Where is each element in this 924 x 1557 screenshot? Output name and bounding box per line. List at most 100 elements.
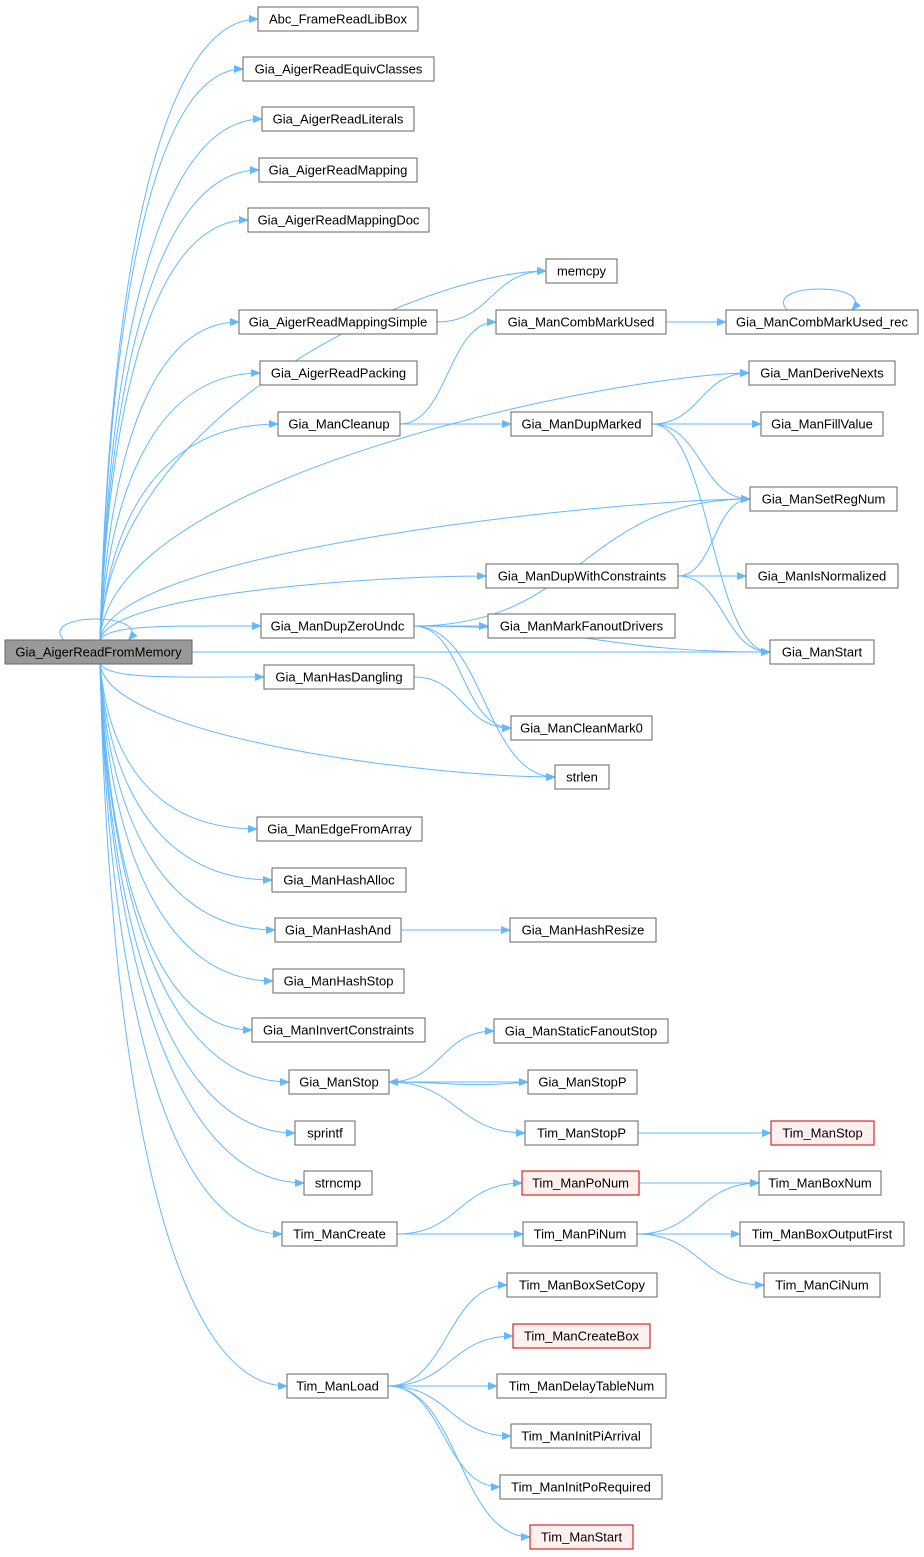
node-boxnum[interactable]: Tim_ManBoxNum: [758, 1170, 882, 1196]
node-boxsetcopy[interactable]: Tim_ManBoxSetCopy: [506, 1272, 658, 1298]
node-box-timcreate[interactable]: [281, 1221, 398, 1247]
node-box-n5[interactable]: [247, 207, 430, 233]
node-timcreate[interactable]: Tim_ManCreate: [281, 1221, 398, 1247]
node-box-delaytable[interactable]: [496, 1373, 667, 1399]
node-cleanup[interactable]: Gia_ManCleanup: [277, 411, 401, 437]
node-delaytable[interactable]: Tim_ManDelayTableNum: [496, 1373, 667, 1399]
node-createbox[interactable]: Tim_ManCreateBox: [512, 1323, 651, 1349]
node-initpi[interactable]: Tim_ManInitPiArrival: [510, 1423, 652, 1449]
node-box-cleanup[interactable]: [277, 411, 401, 437]
node-box-boxnum[interactable]: [758, 1170, 882, 1196]
node-n2[interactable]: Gia_AigerReadEquivClasses: [242, 56, 435, 82]
node-strncmp[interactable]: strncmp: [303, 1170, 373, 1196]
node-initpo[interactable]: Tim_ManInitPoRequired: [499, 1474, 663, 1500]
node-box-hashalloc[interactable]: [271, 867, 407, 893]
node-box-edgearr[interactable]: [256, 816, 423, 842]
node-ponum[interactable]: Tim_ManPoNum: [521, 1170, 640, 1196]
node-sprintf[interactable]: sprintf: [294, 1120, 356, 1146]
node-n5[interactable]: Gia_AigerReadMappingDoc: [247, 207, 430, 233]
node-box-stop[interactable]: [288, 1069, 390, 1095]
node-hashstop[interactable]: Gia_ManHashStop: [272, 968, 405, 994]
node-hashresize[interactable]: Gia_ManHashResize: [509, 917, 657, 943]
node-box-hashresize[interactable]: [509, 917, 657, 943]
node-cinum[interactable]: Tim_ManCiNum: [763, 1272, 881, 1298]
node-box-n1[interactable]: [257, 6, 419, 32]
node-box-initpo[interactable]: [499, 1474, 663, 1500]
node-boxoutfirst[interactable]: Tim_ManBoxOutputFirst: [739, 1221, 905, 1247]
node-isnorm[interactable]: Gia_ManIsNormalized: [745, 563, 899, 589]
node-box-stopp[interactable]: [527, 1069, 638, 1095]
node-box-ponum[interactable]: [521, 1170, 640, 1196]
node-hasdang[interactable]: Gia_ManHasDangling: [263, 664, 415, 690]
node-box-dupwc[interactable]: [485, 563, 679, 589]
node-box-strncmp[interactable]: [303, 1170, 373, 1196]
node-box-combmark[interactable]: [495, 309, 667, 335]
node-box-start[interactable]: [769, 639, 875, 665]
node-box-isnorm[interactable]: [745, 563, 899, 589]
node-strlen[interactable]: strlen: [554, 764, 610, 790]
node-box-staticfan[interactable]: [493, 1018, 669, 1044]
node-dupmarked[interactable]: Gia_ManDupMarked: [510, 411, 653, 437]
node-box-root[interactable]: [4, 639, 193, 665]
node-timload[interactable]: Tim_ManLoad: [286, 1373, 389, 1399]
node-box-cleanmark[interactable]: [510, 715, 653, 741]
node-box-hashstop[interactable]: [272, 968, 405, 994]
node-n1[interactable]: Abc_FrameReadLibBox: [257, 6, 419, 32]
node-hashalloc[interactable]: Gia_ManHashAlloc: [271, 867, 407, 893]
node-n3[interactable]: Gia_AigerReadLiterals: [261, 106, 415, 132]
node-n4[interactable]: Gia_AigerReadMapping: [258, 157, 418, 183]
node-box-n2[interactable]: [242, 56, 435, 82]
node-cleanmark[interactable]: Gia_ManCleanMark0: [510, 715, 653, 741]
node-box-createbox[interactable]: [512, 1323, 651, 1349]
node-memcpy[interactable]: memcpy: [545, 258, 618, 284]
node-derive[interactable]: Gia_ManDeriveNexts: [748, 360, 896, 386]
node-timstop[interactable]: Tim_ManStop: [770, 1120, 875, 1146]
node-timstart[interactable]: Tim_ManStart: [529, 1524, 634, 1550]
node-box-combmarkrec[interactable]: [725, 309, 919, 335]
node-box-derive[interactable]: [748, 360, 896, 386]
node-box-hashand[interactable]: [274, 917, 402, 943]
node-box-timstop[interactable]: [770, 1120, 875, 1146]
node-dupzero[interactable]: Gia_ManDupZeroUndc: [260, 613, 415, 639]
node-n7[interactable]: Gia_AigerReadPacking: [259, 360, 418, 386]
node-timstopp[interactable]: Tim_ManStopP: [524, 1120, 639, 1146]
node-start[interactable]: Gia_ManStart: [769, 639, 875, 665]
node-box-pinum[interactable]: [522, 1221, 638, 1247]
node-stop[interactable]: Gia_ManStop: [288, 1069, 390, 1095]
node-box-setreg[interactable]: [749, 486, 898, 512]
node-hashand[interactable]: Gia_ManHashAnd: [274, 917, 402, 943]
node-combmark[interactable]: Gia_ManCombMarkUsed: [495, 309, 667, 335]
node-box-markfan[interactable]: [487, 613, 676, 639]
node-box-n4[interactable]: [258, 157, 418, 183]
node-box-fillvalue[interactable]: [760, 411, 884, 437]
node-box-hasdang[interactable]: [263, 664, 415, 690]
node-box-cinum[interactable]: [763, 1272, 881, 1298]
node-box-n6[interactable]: [238, 309, 438, 335]
node-box-initpi[interactable]: [510, 1423, 652, 1449]
node-box-timload[interactable]: [286, 1373, 389, 1399]
node-box-strlen[interactable]: [554, 764, 610, 790]
node-box-timstopp[interactable]: [524, 1120, 639, 1146]
node-box-timstart[interactable]: [529, 1524, 634, 1550]
node-dupwc[interactable]: Gia_ManDupWithConstraints: [485, 563, 679, 589]
node-box-memcpy[interactable]: [545, 258, 618, 284]
node-staticfan[interactable]: Gia_ManStaticFanoutStop: [493, 1018, 669, 1044]
node-fillvalue[interactable]: Gia_ManFillValue: [760, 411, 884, 437]
node-n6[interactable]: Gia_AigerReadMappingSimple: [238, 309, 438, 335]
node-box-boxoutfirst[interactable]: [739, 1221, 905, 1247]
node-box-sprintf[interactable]: [294, 1120, 356, 1146]
node-markfan[interactable]: Gia_ManMarkFanoutDrivers: [487, 613, 676, 639]
node-root[interactable]: Gia_AigerReadFromMemory: [4, 639, 193, 665]
node-box-n7[interactable]: [259, 360, 418, 386]
node-box-n3[interactable]: [261, 106, 415, 132]
node-setreg[interactable]: Gia_ManSetRegNum: [749, 486, 898, 512]
node-box-boxsetcopy[interactable]: [506, 1272, 658, 1298]
node-box-dupmarked[interactable]: [510, 411, 653, 437]
node-invcons[interactable]: Gia_ManInvertConstraints: [251, 1017, 426, 1043]
node-pinum[interactable]: Tim_ManPiNum: [522, 1221, 638, 1247]
node-stopp[interactable]: Gia_ManStopP: [527, 1069, 638, 1095]
node-combmarkrec[interactable]: Gia_ManCombMarkUsed_rec: [725, 309, 919, 335]
node-box-invcons[interactable]: [251, 1017, 426, 1043]
node-edgearr[interactable]: Gia_ManEdgeFromArray: [256, 816, 423, 842]
node-box-dupzero[interactable]: [260, 613, 415, 639]
